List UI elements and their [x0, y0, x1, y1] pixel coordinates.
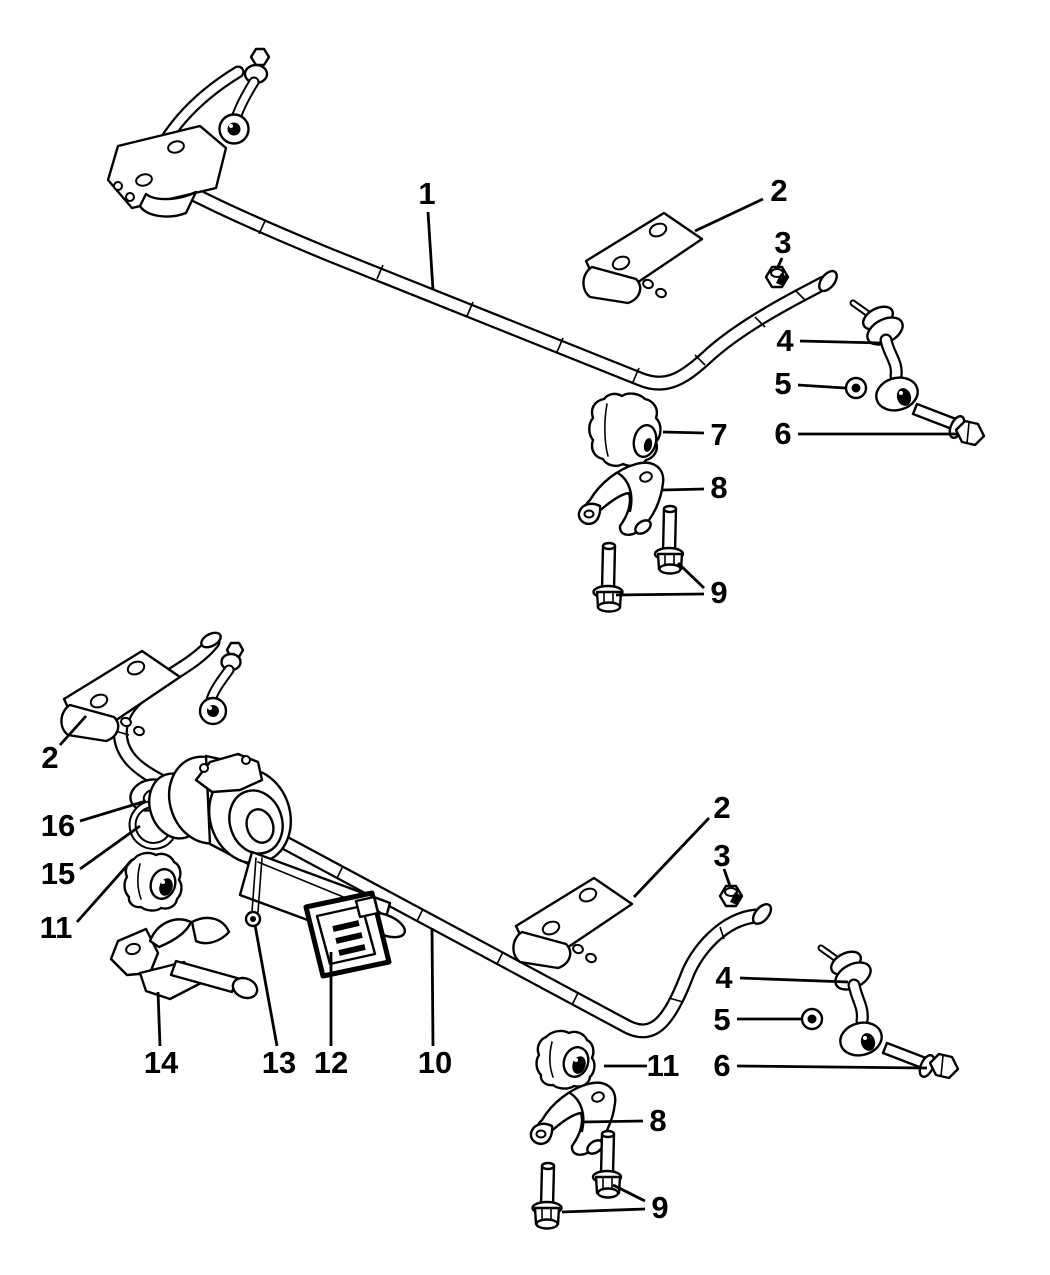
- stabilizer-bar: [120, 150, 838, 391]
- callout-2: 2: [713, 790, 730, 825]
- link-ball-nut: [249, 47, 271, 67]
- callout-15: 15: [41, 856, 75, 891]
- leader-line-2: [694, 197, 764, 233]
- leader-line-3: [722, 868, 732, 887]
- leader-line-16: [79, 799, 147, 823]
- leader-line-9: [561, 1207, 646, 1214]
- leader-line-2: [58, 715, 88, 746]
- callout-3: 3: [713, 838, 730, 873]
- leader-line-3: [775, 257, 784, 270]
- top-view: 1 2 3 4 5 6 7 8 9: [106, 47, 986, 613]
- nut: [800, 1007, 824, 1031]
- callout-4: 4: [715, 960, 733, 995]
- bolt: [591, 1129, 623, 1199]
- leader-line-2: [632, 817, 711, 898]
- callout-10: 10: [418, 1045, 452, 1080]
- bushing: [588, 392, 662, 468]
- bolt: [881, 1041, 960, 1080]
- bar-left-end-assembly: [106, 47, 271, 218]
- callout-8: 8: [649, 1103, 666, 1138]
- retainer-clamp: [529, 1081, 617, 1156]
- bracket: [60, 649, 182, 743]
- fork-pin: [169, 959, 239, 994]
- nut: [844, 376, 868, 400]
- leader-line-8: [581, 1119, 644, 1124]
- callout-6: 6: [774, 416, 791, 451]
- callout-14: 14: [144, 1045, 179, 1080]
- callout-16: 16: [41, 808, 75, 843]
- callout-5: 5: [774, 366, 791, 401]
- stabilizer-link: [817, 944, 883, 1057]
- leader-line-10: [430, 927, 435, 1047]
- callout-2: 2: [770, 173, 787, 208]
- bar-end-cap: [818, 269, 838, 293]
- bolt: [653, 504, 685, 575]
- callout-11: 11: [647, 1048, 680, 1083]
- disconnect-fork: [109, 916, 259, 1001]
- leader-line-13: [253, 924, 279, 1047]
- leader-line-6: [736, 1064, 928, 1070]
- leader-line-9: [615, 592, 705, 597]
- actuator: [148, 752, 407, 948]
- leader-line-5: [797, 383, 846, 390]
- wiring-connector: [303, 890, 392, 979]
- retainer-clamp: [577, 461, 665, 536]
- callout-12: 12: [314, 1045, 348, 1080]
- clamp-bolts: [531, 1129, 623, 1230]
- callout-13: 13: [262, 1045, 296, 1080]
- leader-line-11: [75, 859, 134, 923]
- stabilizer-link: [849, 299, 919, 412]
- leader-line-1: [426, 211, 435, 291]
- callout-11: 11: [40, 910, 73, 945]
- callout-1: 1: [418, 176, 435, 211]
- callout-9: 9: [710, 575, 727, 610]
- bolt: [531, 1161, 563, 1230]
- leader-line-4: [799, 339, 883, 345]
- bushing: [123, 851, 183, 912]
- stabilizer-link: [218, 47, 271, 145]
- bottom-callouts: 2 16 15 11 14 13 12 10 2 3 4 5 6 11 8 9: [40, 715, 928, 1225]
- leader-line-4: [739, 976, 849, 984]
- retainer-nut: [718, 884, 744, 908]
- leader-line-14: [156, 991, 162, 1047]
- stabilizer-link: [198, 641, 245, 726]
- callout-9: 9: [651, 1190, 668, 1225]
- callout-3: 3: [774, 225, 791, 260]
- bar-end-cap: [200, 631, 222, 649]
- callout-7: 7: [710, 417, 727, 452]
- bracket: [512, 876, 634, 970]
- bottom-view: 2 16 15 11 14 13 12 10 2 3 4 5 6 11 8 9: [40, 631, 960, 1230]
- bushing: [535, 1029, 596, 1090]
- callout-6: 6: [713, 1048, 730, 1083]
- leader-line-9: [677, 561, 705, 590]
- bracket: [582, 211, 704, 305]
- bolt: [592, 541, 624, 613]
- leader-line-15: [79, 824, 141, 871]
- retainer-nut: [764, 265, 790, 289]
- callout-5: 5: [713, 1002, 730, 1037]
- bar-end-cap: [751, 903, 773, 925]
- top-callouts: 1 2 3 4 5 6 7 8 9: [418, 173, 958, 610]
- callout-4: 4: [776, 323, 794, 358]
- frame-bracket: [106, 124, 228, 218]
- bolt: [911, 402, 986, 447]
- callout-8: 8: [710, 470, 727, 505]
- clamp-bolts: [592, 504, 685, 613]
- callout-2: 2: [41, 740, 58, 775]
- leader-line-9: [612, 1183, 646, 1203]
- link-eye: [839, 1021, 883, 1057]
- leader-line-8: [662, 487, 705, 492]
- leader-line-7: [662, 430, 705, 435]
